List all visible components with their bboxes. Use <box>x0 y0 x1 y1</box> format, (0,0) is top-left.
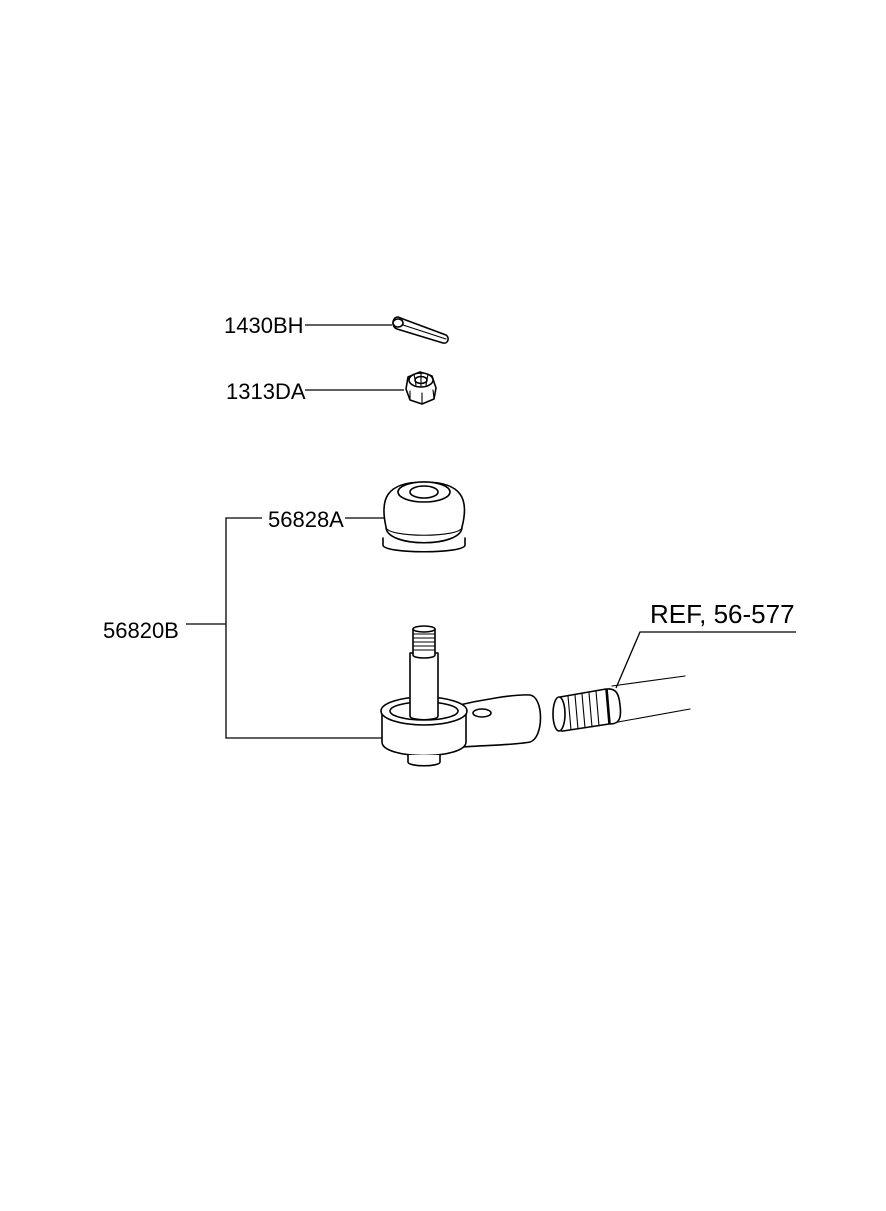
label-tie-rod-end[interactable]: 56820B <box>103 618 179 643</box>
leader-reference <box>615 631 796 689</box>
tie-rod-icon[interactable] <box>552 675 691 732</box>
tie-rod-end-icon[interactable] <box>380 625 542 767</box>
leader-bracket <box>225 517 382 739</box>
dust-cover-icon[interactable] <box>382 481 466 553</box>
label-dust-cover[interactable]: 56828A <box>268 507 344 532</box>
cotter-pin-icon[interactable] <box>392 316 449 344</box>
castle-nut-icon[interactable] <box>405 371 437 405</box>
label-cotter-pin[interactable]: 1430BH <box>224 313 304 338</box>
label-castle-nut[interactable]: 1313DA <box>226 379 306 404</box>
label-reference[interactable]: REF, 56-577 <box>650 599 795 629</box>
leader-lines <box>186 324 796 739</box>
